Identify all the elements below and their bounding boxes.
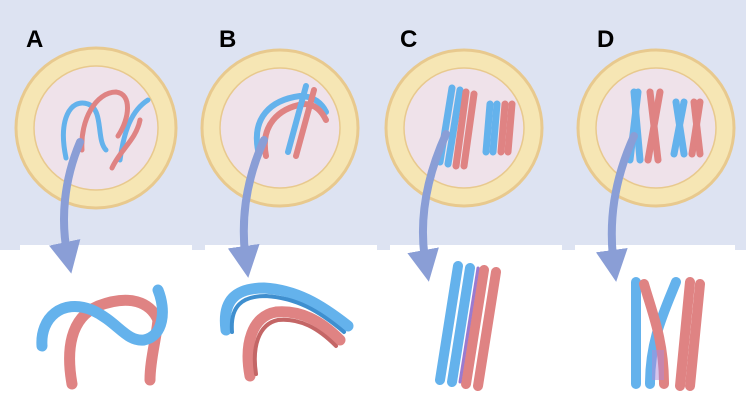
panel-label-d: D xyxy=(597,28,614,52)
nucleus-d xyxy=(578,50,734,206)
nucleus-a xyxy=(16,48,176,208)
panel-label-b: B xyxy=(219,28,236,52)
panel-label-a: A xyxy=(26,28,43,52)
panel-label-c: C xyxy=(400,28,417,52)
nucleus-b xyxy=(202,50,358,206)
chromosome-blue xyxy=(486,104,490,152)
chromosome-blue xyxy=(493,104,497,152)
chiasma-marker xyxy=(652,350,664,380)
chromosome-red xyxy=(501,104,505,152)
panel-labels: A B C D xyxy=(0,0,746,60)
nucleus-c xyxy=(386,50,542,206)
chromosome-red xyxy=(508,104,512,152)
